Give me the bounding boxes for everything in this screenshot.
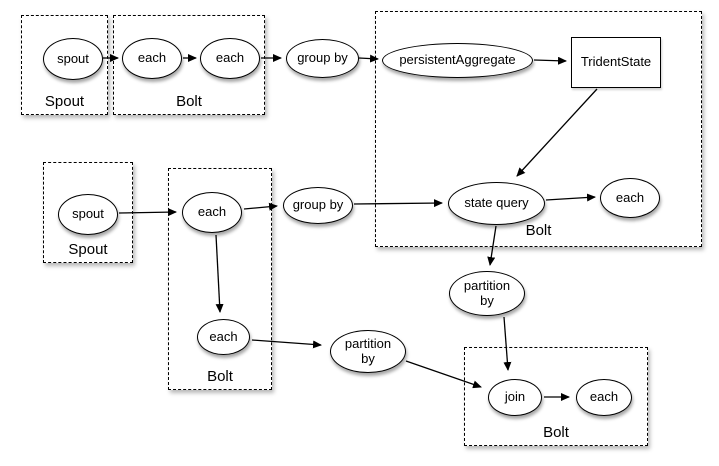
node-each-4: each bbox=[182, 192, 242, 233]
node-label: partition by bbox=[463, 277, 511, 308]
node-label: each bbox=[589, 389, 619, 405]
container-label: Spout bbox=[68, 241, 108, 258]
node-label: state query bbox=[464, 195, 529, 211]
node-persistent-aggregate: persistentAggregate bbox=[382, 43, 533, 78]
node-state-query: state query bbox=[448, 182, 545, 225]
node-label: each bbox=[137, 50, 167, 66]
node-label: persistentAggregate bbox=[399, 52, 516, 68]
node-label: spout bbox=[72, 206, 104, 222]
node-join: join bbox=[488, 379, 542, 416]
container-label: Bolt bbox=[176, 93, 202, 110]
node-each-5: each bbox=[197, 319, 250, 355]
node-group-by-lower: group by bbox=[283, 187, 353, 224]
container-label: Bolt bbox=[543, 424, 569, 441]
node-each-6: each bbox=[576, 379, 632, 416]
node-label: join bbox=[504, 389, 526, 405]
node-partition-by-1: partition by bbox=[449, 271, 525, 316]
node-label: each bbox=[615, 189, 645, 205]
node-label: partition by bbox=[344, 335, 392, 366]
container-label: Bolt bbox=[207, 368, 233, 385]
node-spout-top: spout bbox=[43, 38, 103, 80]
node-each-2: each bbox=[200, 38, 260, 79]
node-label: group by bbox=[292, 197, 344, 213]
node-trident-state: TridentState bbox=[571, 37, 661, 88]
node-label: each bbox=[215, 50, 245, 66]
node-each-3: each bbox=[600, 178, 660, 218]
node-spout-mid: spout bbox=[58, 194, 118, 235]
node-label: each bbox=[209, 328, 238, 344]
node-label: group by bbox=[297, 50, 348, 66]
container-label: Spout bbox=[44, 93, 85, 110]
node-label: TridentState bbox=[580, 54, 652, 70]
node-partition-by-2: partition by bbox=[330, 330, 406, 373]
node-each-1: each bbox=[122, 38, 182, 79]
container-label: Bolt bbox=[525, 222, 552, 239]
node-group-by-top: group by bbox=[286, 39, 359, 78]
node-label: spout bbox=[57, 50, 89, 66]
node-label: each bbox=[197, 204, 227, 220]
